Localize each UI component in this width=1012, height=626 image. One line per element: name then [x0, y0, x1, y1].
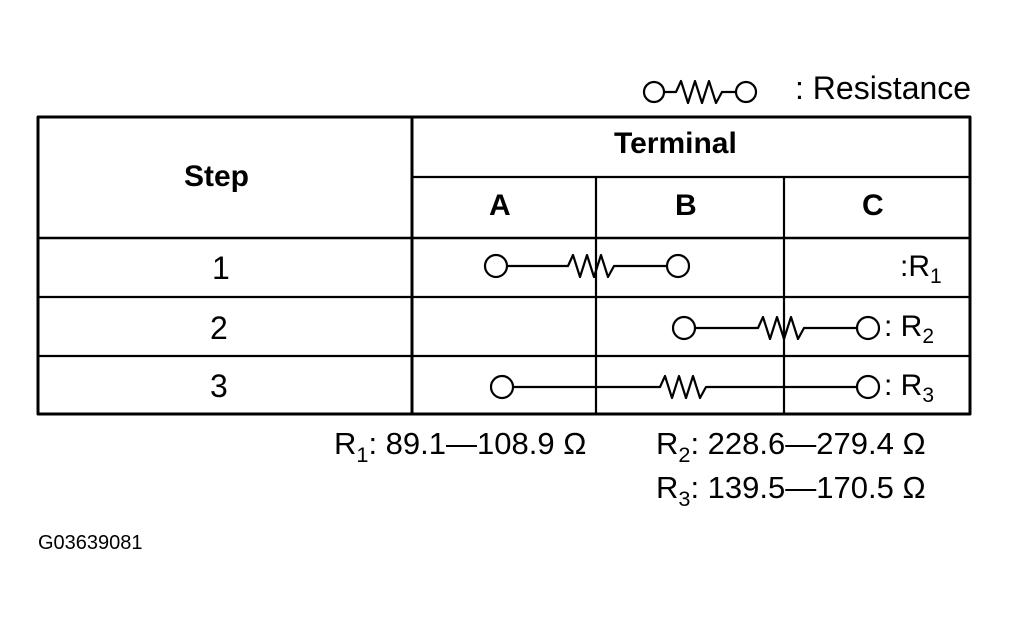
header-terminal-c: C: [862, 189, 884, 222]
header-terminal-b: B: [675, 189, 697, 222]
resistor-connection-step-2: [671, 315, 881, 341]
resistor-connection-step-3: [489, 374, 881, 400]
legend-label: : Resistance: [795, 70, 972, 106]
resistance-label-step-2: : R2: [884, 310, 935, 349]
step-number-1: 1: [212, 250, 230, 286]
spec-r3: R3: 139.5—170.5 Ω: [656, 470, 926, 511]
header-terminal: Terminal: [614, 127, 737, 160]
table-grid: [36, 115, 972, 416]
step-number-2: 2: [210, 310, 228, 346]
resistor-connection-step-1: [483, 253, 691, 279]
spec-r1: R1: 89.1—108.9 Ω: [334, 426, 587, 467]
header-terminal-a: A: [489, 189, 511, 222]
figure-code: G03639081: [38, 532, 143, 554]
resistance-label-step-1: :R1: [900, 250, 942, 289]
spec-r2: R2: 228.6—279.4 Ω: [656, 426, 926, 467]
step-number-3: 3: [210, 368, 228, 404]
header-step: Step: [184, 160, 250, 193]
resistance-label-step-3: : R3: [884, 369, 935, 408]
legend-resistor-icon: [642, 79, 758, 105]
